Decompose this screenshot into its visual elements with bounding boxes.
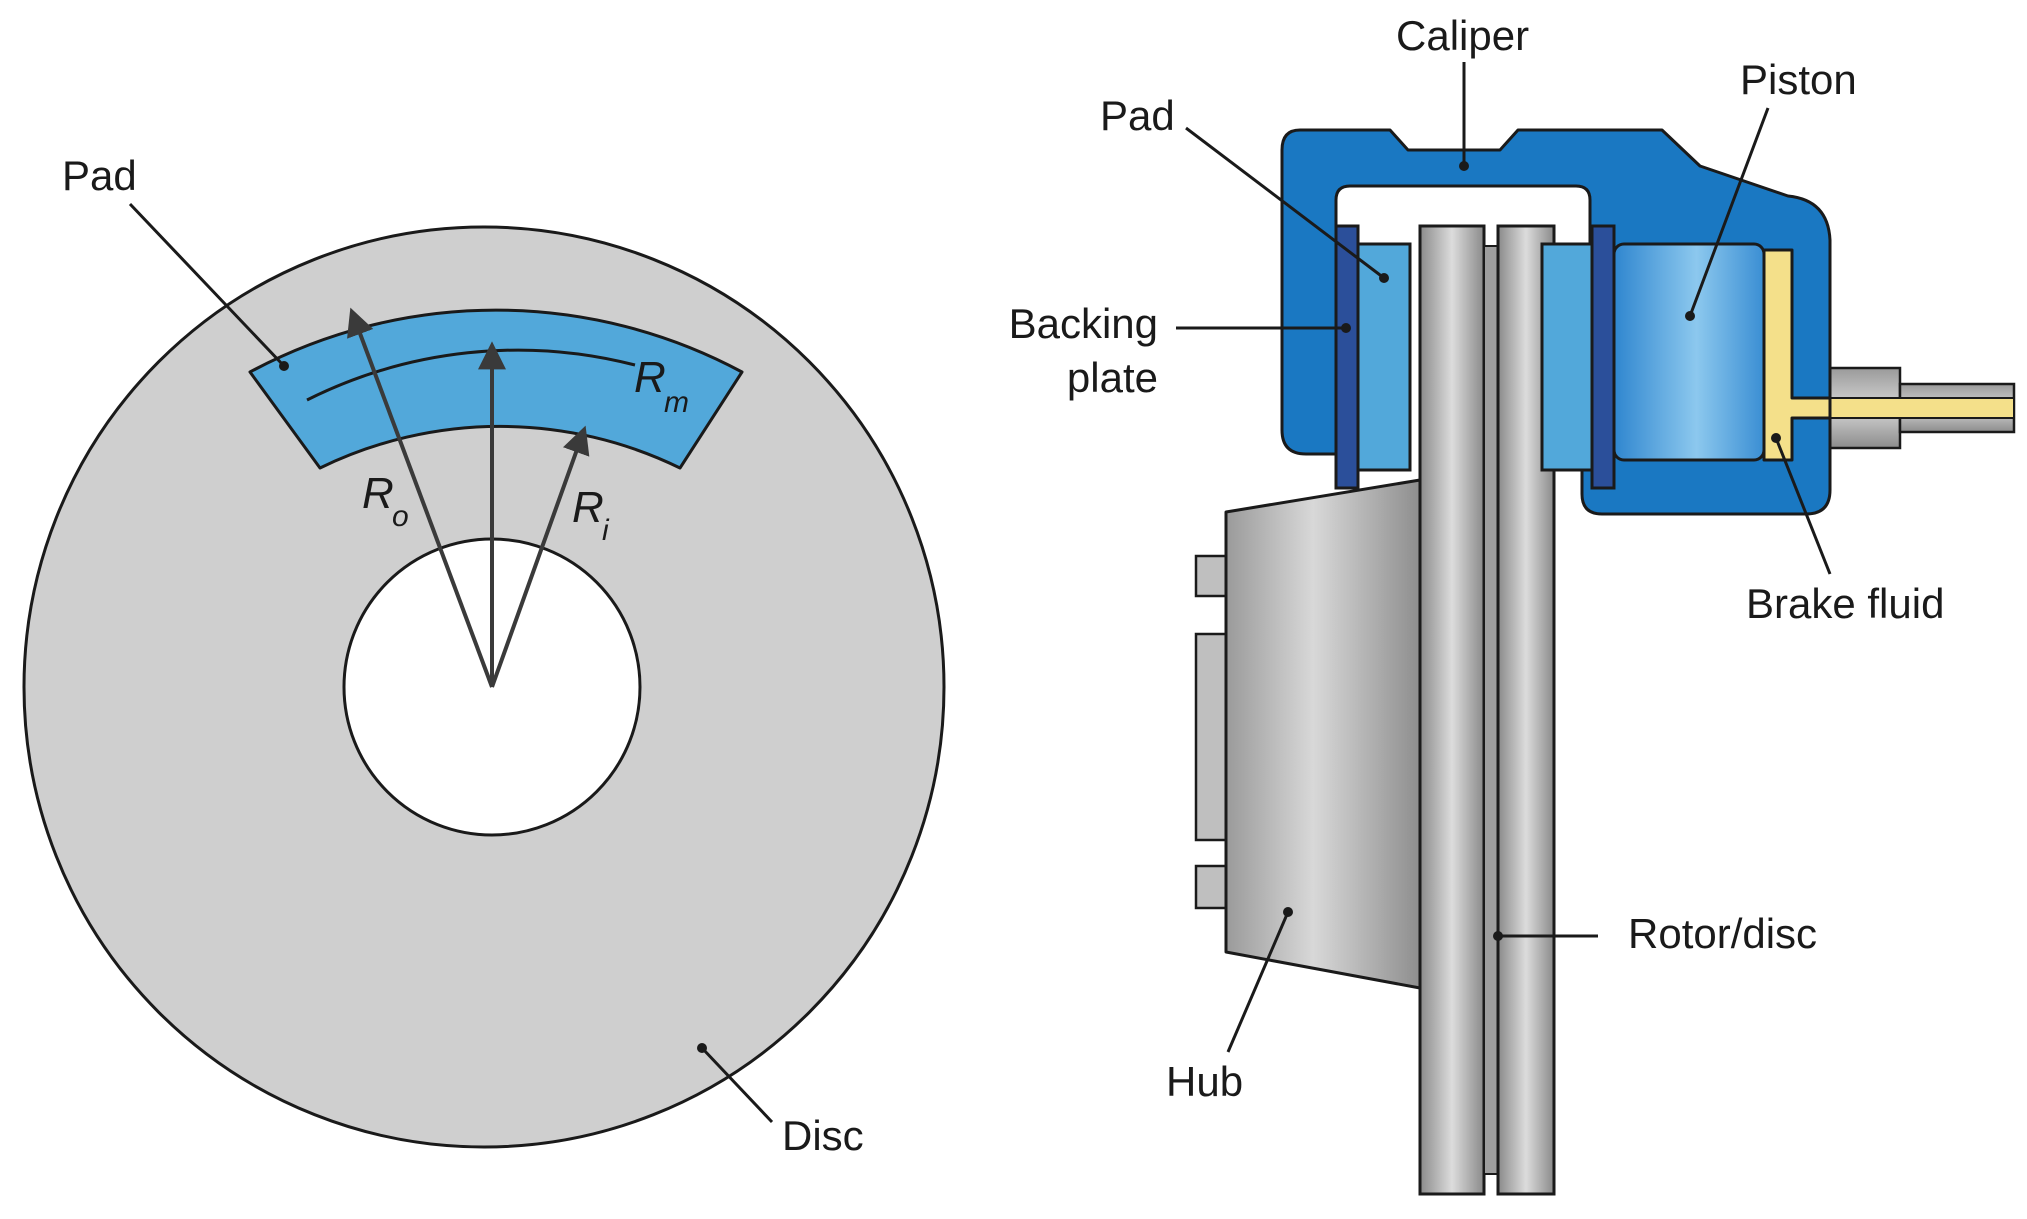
backing-plate-label-line2: plate bbox=[1067, 354, 1158, 401]
left-pad-leader bbox=[128, 202, 286, 368]
left-pad-leader-dot bbox=[279, 361, 289, 371]
rm-letter: R bbox=[634, 353, 666, 402]
rotor-vane-gap bbox=[1483, 245, 1499, 1175]
backing-plate-label-line1: Backing bbox=[1009, 300, 1158, 347]
caliper-label: Caliper bbox=[1396, 12, 1529, 59]
rm-subscript: m bbox=[664, 386, 689, 419]
mean-radius-arc bbox=[306, 348, 636, 402]
rotor-label: Rotor/disc bbox=[1628, 910, 1817, 957]
piston-label: Piston bbox=[1740, 56, 1857, 103]
rotor-plate-left bbox=[1418, 224, 1486, 1196]
pad-arc bbox=[248, 308, 744, 470]
left-backing-plate bbox=[1334, 224, 1360, 490]
ro-subscript: o bbox=[392, 500, 409, 533]
right-pad-leader bbox=[1185, 126, 1385, 280]
right-pad-leader-dot bbox=[1379, 273, 1389, 283]
piston-leader-dot bbox=[1685, 311, 1695, 321]
ri-subscript: i bbox=[602, 514, 610, 547]
right-backing-plate bbox=[1590, 224, 1616, 490]
backing-plate-leader-dot bbox=[1341, 323, 1351, 333]
brake-fluid-chamber bbox=[1762, 248, 1832, 462]
brake-fluid-leader-dot bbox=[1771, 433, 1781, 443]
piston-leader bbox=[1688, 107, 1770, 317]
left-disc-diagram: Pad Disc R o R i R m bbox=[22, 152, 946, 1159]
brake-line-fluid bbox=[1829, 397, 2015, 419]
rotor-leader-dot bbox=[1493, 931, 1503, 941]
hub-leader bbox=[1226, 911, 1290, 1053]
right-pad-label: Pad bbox=[1100, 92, 1175, 139]
hub-stud-middle bbox=[1194, 632, 1228, 842]
outer-radius-arrow bbox=[347, 307, 494, 688]
right-caliper-diagram: Caliper Pad Piston Backing plate Brake f… bbox=[1009, 12, 2016, 1196]
hub bbox=[1224, 478, 1422, 990]
caliper-leader-dot bbox=[1459, 161, 1469, 171]
disc-leader-dot bbox=[697, 1043, 707, 1053]
right-brake-pad bbox=[1540, 242, 1594, 472]
ri-letter: R bbox=[572, 483, 604, 532]
ro-letter: R bbox=[362, 469, 394, 518]
disc-label: Disc bbox=[782, 1112, 864, 1159]
disc-leader bbox=[700, 1046, 774, 1124]
hub-stud-top bbox=[1194, 554, 1228, 598]
brake-fluid-label: Brake fluid bbox=[1746, 580, 1944, 627]
hub-label: Hub bbox=[1166, 1058, 1243, 1105]
hub-leader-dot bbox=[1283, 907, 1293, 917]
inner-radius-arrow bbox=[490, 425, 590, 688]
hub-stud-bottom bbox=[1194, 864, 1228, 910]
disc bbox=[22, 225, 946, 1149]
piston bbox=[1612, 242, 1766, 462]
brake-fluid-leader bbox=[1774, 437, 1832, 575]
left-pad-label: Pad bbox=[62, 152, 137, 199]
